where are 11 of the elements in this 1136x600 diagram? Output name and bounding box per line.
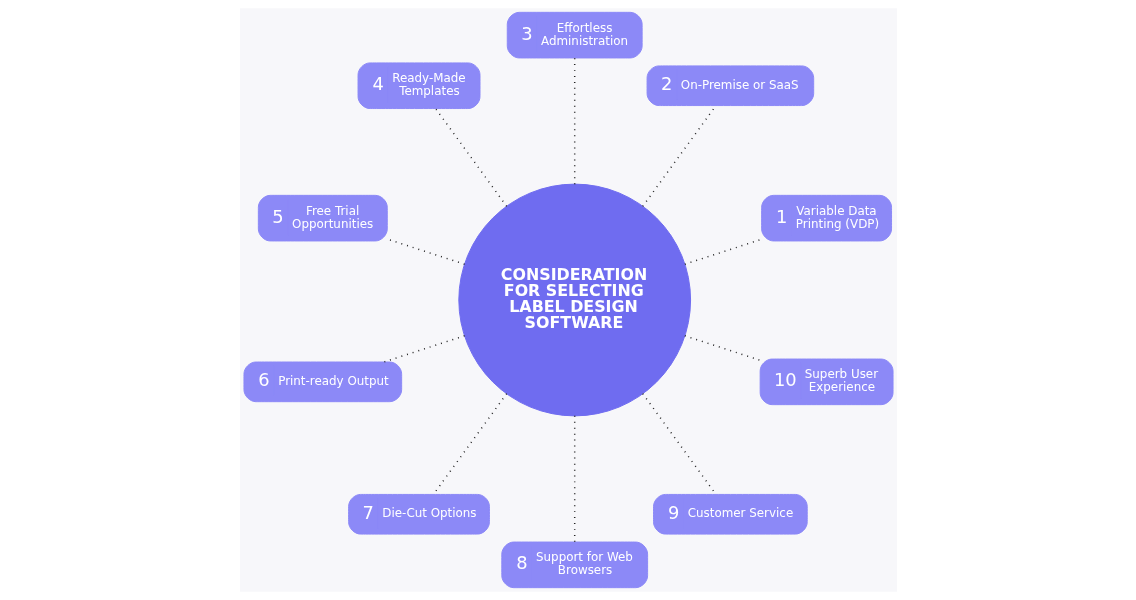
- node-box: 2 On-Premise or SaaS: [646, 65, 814, 107]
- node-box: 6 Print-ready Output: [242, 361, 402, 403]
- node-circle: CONSIDERATION FOR SELECTING LABEL DESIGN SOFTWARE: [457, 183, 691, 417]
- connector: [683, 335, 761, 361]
- connector: [683, 238, 762, 265]
- connector: [573, 415, 575, 543]
- connector: [434, 107, 507, 208]
- connector: [573, 57, 575, 185]
- node-box: 9 Customer Service: [652, 493, 808, 535]
- node-box: 7 Die-Cut Options: [347, 493, 490, 535]
- connector: [382, 335, 465, 363]
